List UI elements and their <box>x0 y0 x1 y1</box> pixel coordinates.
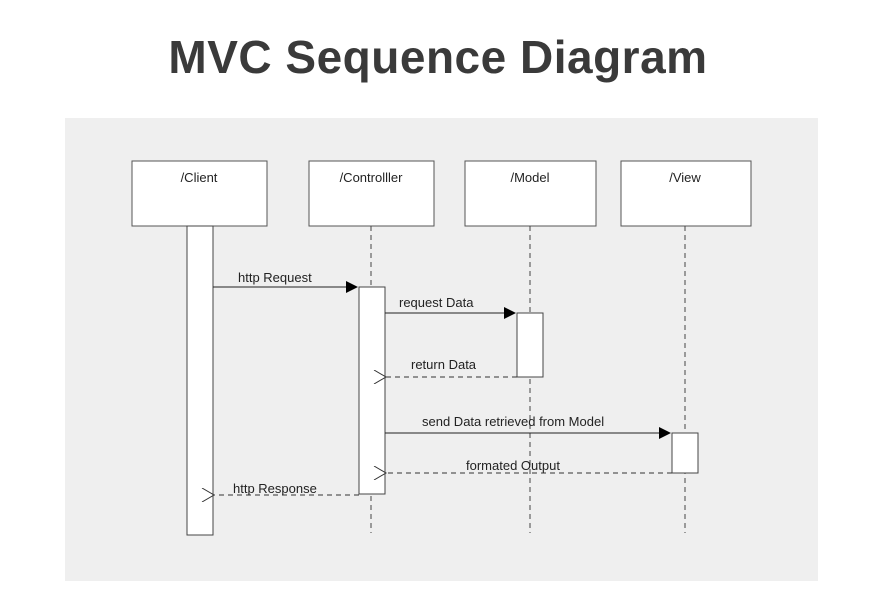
sequence-diagram: /Client /Controlller /Model /View http R… <box>131 160 752 536</box>
page-title: MVC Sequence Diagram <box>168 31 708 83</box>
message-formated-output: formated Output <box>386 458 672 473</box>
activation-view <box>671 432 699 474</box>
message-label: return Data <box>411 357 477 372</box>
message-send-data: send Data retrieved from Model <box>385 414 671 439</box>
activation-model <box>516 312 544 378</box>
message-http-response: http Response <box>214 481 359 496</box>
message-label: http Response <box>233 481 317 496</box>
participant-client: /Client <box>131 160 268 227</box>
message-label: send Data retrieved from Model <box>422 414 604 429</box>
participant-client-label: /Client <box>181 170 218 185</box>
message-request-data: request Data <box>385 295 516 319</box>
participant-model-label: /Model <box>510 170 549 185</box>
message-http-request: http Request <box>213 270 358 293</box>
participant-view-label: /View <box>669 170 701 185</box>
message-label: http Request <box>238 270 312 285</box>
message-label: request Data <box>399 295 474 310</box>
diagram-panel: /Client /Controlller /Model /View http R… <box>65 118 818 581</box>
message-label: formated Output <box>466 458 560 473</box>
activation-client <box>186 225 214 536</box>
participant-view: /View <box>620 160 752 227</box>
participant-controller-label: /Controlller <box>340 170 404 185</box>
activation-controller <box>358 286 386 495</box>
message-return-data: return Data <box>386 357 517 377</box>
participant-controller: /Controlller <box>308 160 435 227</box>
participant-model: /Model <box>464 160 597 227</box>
